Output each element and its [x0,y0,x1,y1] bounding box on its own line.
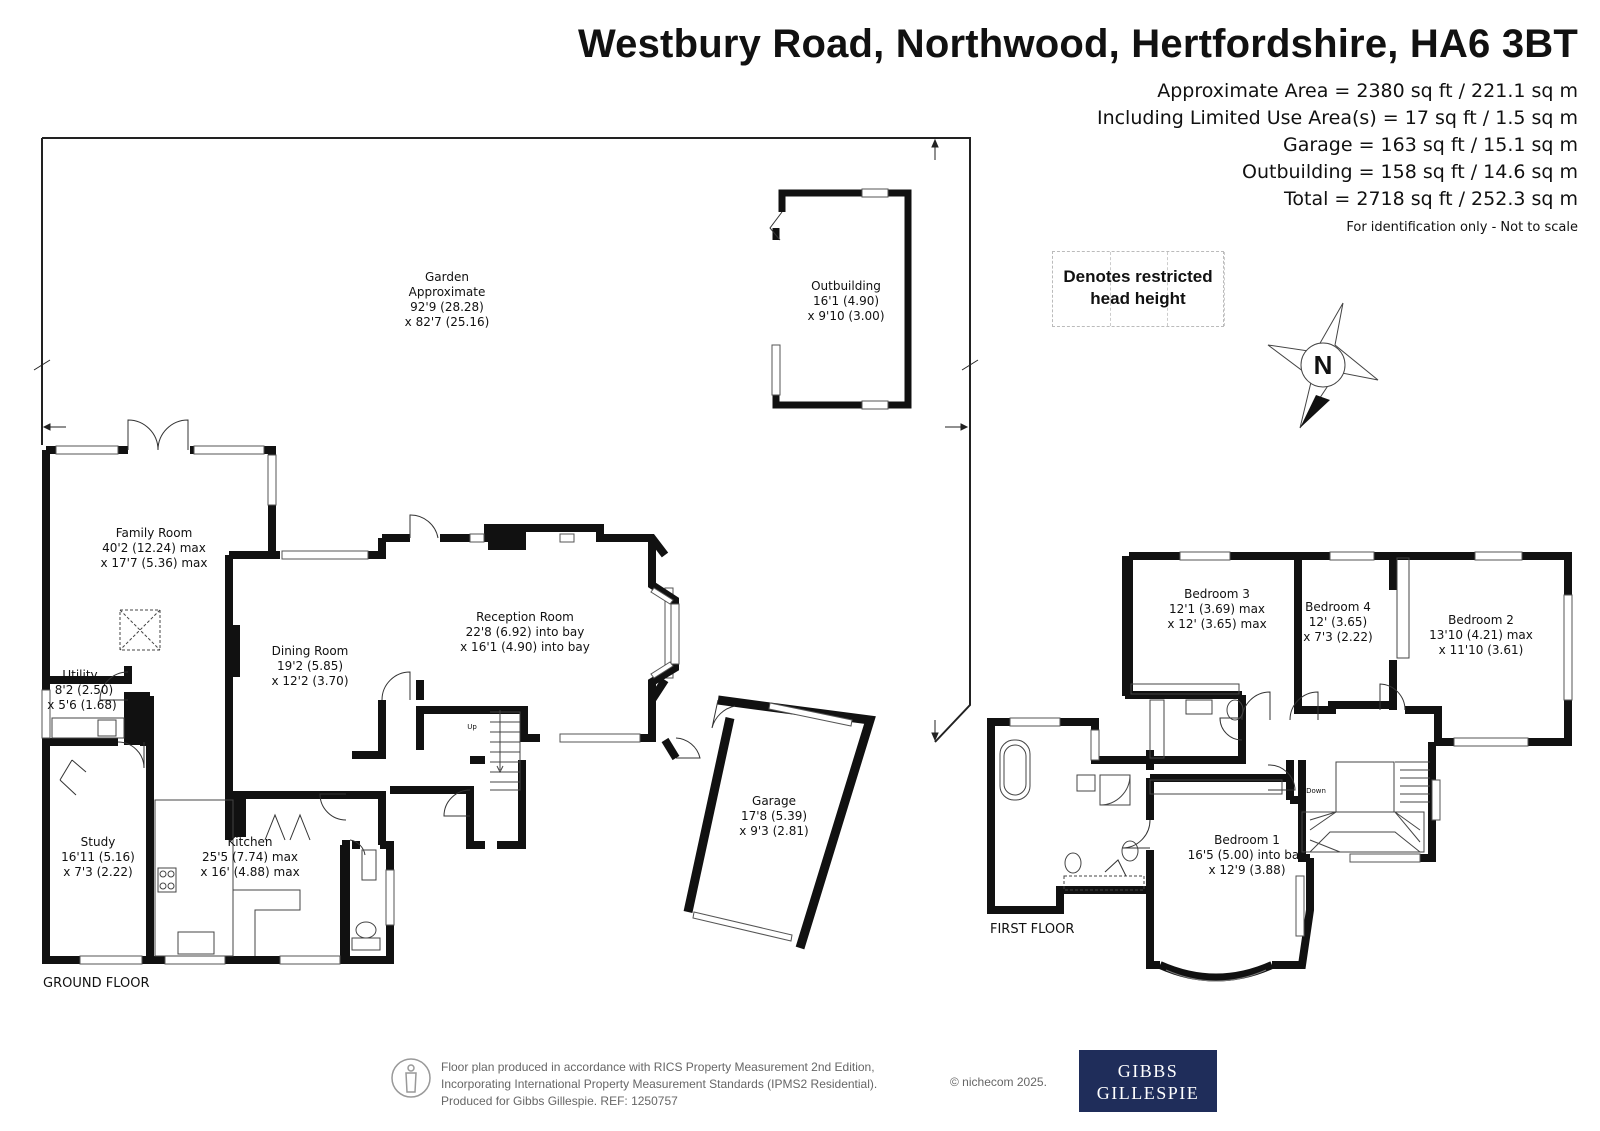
footer-notes: Floor plan produced in accordance with R… [441,1059,877,1110]
page-title: Westbury Road, Northwood, Hertfordshire,… [577,22,1578,66]
area-summary: Approximate Area = 2380 sq ft / 221.1 sq… [1097,78,1578,213]
compass-letter: N [1314,350,1333,380]
area-line: Outbuilding = 158 sq ft / 14.6 sq m [1242,161,1578,183]
footer-line: Incorporating International Property Mea… [441,1077,878,1091]
outbuilding-windows [771,188,889,410]
boundary-arrows [33,138,979,742]
area-line: Approximate Area = 2380 sq ft / 221.1 sq… [1157,80,1578,102]
area-line: Garage = 163 sq ft / 15.1 sq m [1282,134,1578,156]
first-floor-stairs [1301,761,1430,853]
footer-line: Floor plan produced in accordance with R… [441,1060,875,1074]
reception-bay-windows [650,587,680,679]
first-floor-windows [1009,551,1573,937]
first-floor-fixtures [999,557,1410,891]
ground-floor-fixtures [51,609,381,957]
garage-wall-stubs [661,737,680,761]
logo-line: GIBBS [1117,1061,1179,1081]
area-line: Total = 2718 sq ft / 252.3 sq m [1284,188,1578,210]
outbuilding-door [769,211,783,241]
ground-floor-windows [41,445,674,965]
restricted-height-legend: Denotes restricted head height [1052,251,1225,327]
disclaimer: For identification only - Not to scale [1346,220,1578,235]
legend-line: head height [1090,289,1186,308]
ground-floor-wall-blocks [124,528,526,960]
bedroom1-bay-window [1165,969,1267,982]
bedroom1-bay [1158,961,1274,982]
agency-logo: GIBBS GILLESPIE [1079,1050,1217,1112]
footer-line: Produced for Gibbs Gillespie. REF: 12507… [441,1094,678,1108]
legend-text: Denotes restricted head height [1053,266,1223,310]
garage-door [675,699,736,759]
garden-boundary [41,137,971,743]
stairs-down-label: Down [1306,787,1326,795]
compass-icon [1267,302,1379,429]
first-floor-wall-blocks [1122,556,1132,696]
garage-windows [692,702,853,942]
rics-person-icon [391,1058,431,1098]
ground-floor-doors [59,419,471,856]
first-floor-label: FIRST FLOOR [990,922,1075,937]
ground-floor-stairs [490,710,521,791]
ground-floor-label: GROUND FLOOR [43,976,150,991]
logo-line: GILLESPIE [1096,1083,1200,1103]
area-line: Including Limited Use Area(s) = 17 sq ft… [1096,107,1578,129]
copyright: © nichecom 2025. [950,1075,1047,1089]
legend-line: Denotes restricted [1063,267,1213,286]
stairs-up-label: Up [467,723,477,731]
